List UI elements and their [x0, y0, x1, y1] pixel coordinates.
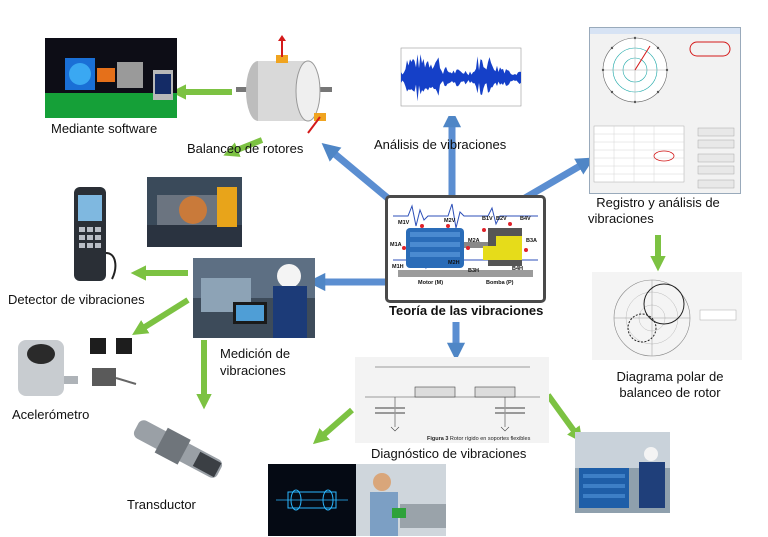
- rigid-rotor-figure: Figura 3 Rotor rígido en soportes flexib…: [355, 357, 549, 443]
- accelerometer-photo: [12, 330, 137, 405]
- label-m2h: M2H: [448, 260, 460, 266]
- svg-text:Figura 3 Rotor rígido en sopo: Figura 3 Rotor rígido en soportes flexib…: [427, 436, 531, 442]
- label-polar: Diagrama polar de balanceo de rotor: [600, 369, 740, 401]
- label-polar-line1: Diagrama polar de: [616, 369, 724, 384]
- arrow-to-motor-photo: [545, 393, 583, 443]
- center-title: Teoría de las vibraciones: [389, 303, 544, 318]
- label-motor: Motor (M): [418, 280, 443, 286]
- label-b4v: B4V: [520, 216, 531, 222]
- label-b1v: B1V: [482, 216, 493, 222]
- label-m1h: M1H: [392, 264, 404, 270]
- vibration-waveform-chart: [391, 40, 525, 116]
- label-software: Mediante software: [51, 121, 158, 136]
- diag-caption-rest: Rotor rígido en soportes flexibles: [448, 436, 530, 442]
- technician-photo: [356, 464, 446, 536]
- polar-balancing-diagram: [592, 272, 742, 360]
- diagnostic-screen-photo: [268, 464, 356, 536]
- label-transductor: Transductor: [127, 497, 196, 512]
- label-b3a: B3A: [526, 238, 537, 244]
- label-diagnostico: Diagnóstico de vibraciones: [371, 446, 527, 461]
- label-m1a: M1A: [390, 242, 402, 248]
- balancing-software-window: [589, 27, 741, 194]
- label-medicion-line1: Medición de: [220, 346, 291, 361]
- arrow-to-balance-photo: [223, 137, 264, 157]
- label-medicion-line2: vibraciones: [220, 363, 286, 378]
- label-acelerometro: Acelerómetro: [12, 407, 90, 422]
- arrow-to-diag-photos: [312, 407, 354, 445]
- measurement-photo: [193, 258, 315, 338]
- label-analisis: Análisis de vibraciones: [374, 137, 507, 152]
- transducer-photo: [125, 405, 231, 493]
- label-detector: Detector de vibraciones: [8, 292, 145, 307]
- label-bomba: Bomba (P): [486, 280, 514, 286]
- label-balanceo: Balanceo de rotores: [187, 141, 304, 156]
- label-polar-line2: balanceo de rotor: [619, 385, 721, 400]
- arrow-to-registro: [523, 157, 595, 202]
- label-medicion: Medición de vibraciones: [220, 345, 290, 379]
- diag-caption-bold: Figura 3: [427, 436, 448, 442]
- label-registro-line2: vibraciones: [588, 211, 654, 226]
- label-m2v: M2V: [444, 218, 456, 224]
- center-machine-diagram: M1V M2V B1V B2V B4V M1A M2A B3A M1H M2H …: [385, 195, 546, 303]
- arrow-to-balanceo: [321, 143, 393, 203]
- label-m1v: M1V: [398, 220, 410, 226]
- label-b4h: B4H: [512, 266, 523, 272]
- label-m2a: M2A: [468, 238, 480, 244]
- arrow-to-accel: [132, 297, 190, 335]
- software-image: [45, 38, 177, 118]
- rotor-balancing-image: [230, 35, 338, 137]
- label-registro-line1: Registro y análisis de: [596, 195, 720, 210]
- motor-inspection-photo: [575, 432, 670, 513]
- label-b2v: B2V: [496, 216, 507, 222]
- label-b3h: B3H: [468, 268, 479, 274]
- balancing-machine-photo: [147, 177, 242, 247]
- label-registro: Registro y análisis de vibraciones: [588, 195, 728, 227]
- vibration-detector-photo: [62, 183, 122, 285]
